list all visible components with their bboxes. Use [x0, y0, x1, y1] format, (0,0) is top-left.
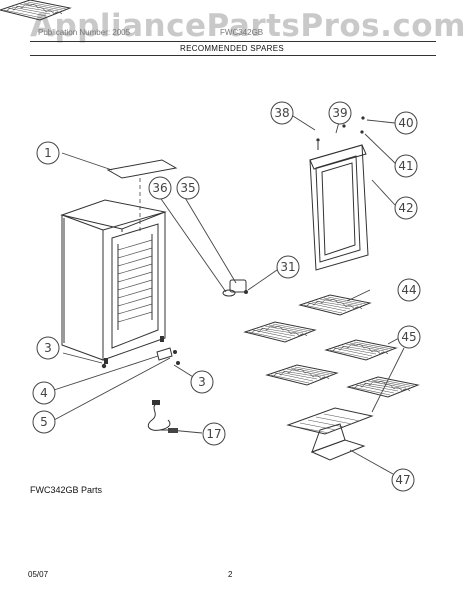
- watermark: AppliancePartsPros.com: [30, 8, 464, 44]
- callout-17: 17: [202, 422, 226, 446]
- bottom-shelf-part: [286, 347, 405, 475]
- callout-label: 38: [274, 106, 289, 120]
- callout-3-right: 3: [190, 370, 214, 394]
- callout-1: 1: [36, 141, 60, 165]
- callout-label: 41: [398, 159, 413, 173]
- callout-label: 44: [401, 283, 416, 297]
- callout-label: 45: [401, 330, 416, 344]
- callout-31: 31: [276, 255, 300, 279]
- page-number: 2: [228, 570, 233, 579]
- callout-label: 3: [44, 341, 52, 355]
- hinge-bracket-part: [101, 347, 180, 369]
- header-rule-top: [30, 41, 436, 42]
- callout-label: 3: [198, 375, 206, 389]
- callout-40: 40: [394, 111, 418, 135]
- callout-label: 17: [206, 427, 221, 441]
- callout-42: 42: [394, 196, 418, 220]
- callout-47: 47: [391, 468, 415, 492]
- callout-39: 39: [328, 101, 352, 125]
- callout-label: 47: [395, 473, 410, 487]
- diagram-caption: FWC342GB Parts: [30, 485, 103, 495]
- callout-label: 31: [280, 260, 295, 274]
- callout-36: 36: [148, 176, 172, 200]
- callout-label: 39: [332, 106, 347, 120]
- callout-4: 4: [32, 381, 56, 405]
- callout-45: 45: [397, 325, 421, 349]
- callout-3-left: 3: [36, 336, 60, 360]
- callout-38: 38: [270, 101, 294, 125]
- callout-label: 5: [40, 415, 48, 429]
- cabinet-part: [60, 199, 167, 364]
- callout-label: 4: [40, 386, 48, 400]
- callout-44: 44: [397, 278, 421, 302]
- callout-label: 40: [398, 116, 413, 130]
- callout-label: 42: [398, 201, 413, 215]
- top-trim-part: [61, 152, 178, 232]
- callout-label: 1: [44, 146, 52, 160]
- header-rule-bottom: [30, 55, 436, 56]
- footer-date: 05/07: [28, 570, 49, 579]
- power-cord-part: [147, 400, 178, 433]
- callout-label: 36: [152, 181, 167, 195]
- page-title: RECOMMENDED SPARES: [180, 44, 284, 53]
- door-part: [292, 115, 397, 271]
- thermostat-part: [158, 195, 278, 297]
- callout-label: 35: [180, 181, 195, 195]
- publication-number: Publication Number: 2005: [38, 28, 131, 37]
- model-number: FWC342GB: [220, 28, 264, 37]
- callout-41: 41: [394, 154, 418, 178]
- callout-35: 35: [176, 176, 200, 200]
- wire-shelves-part: [0, 0, 419, 398]
- callout-5: 5: [32, 410, 56, 434]
